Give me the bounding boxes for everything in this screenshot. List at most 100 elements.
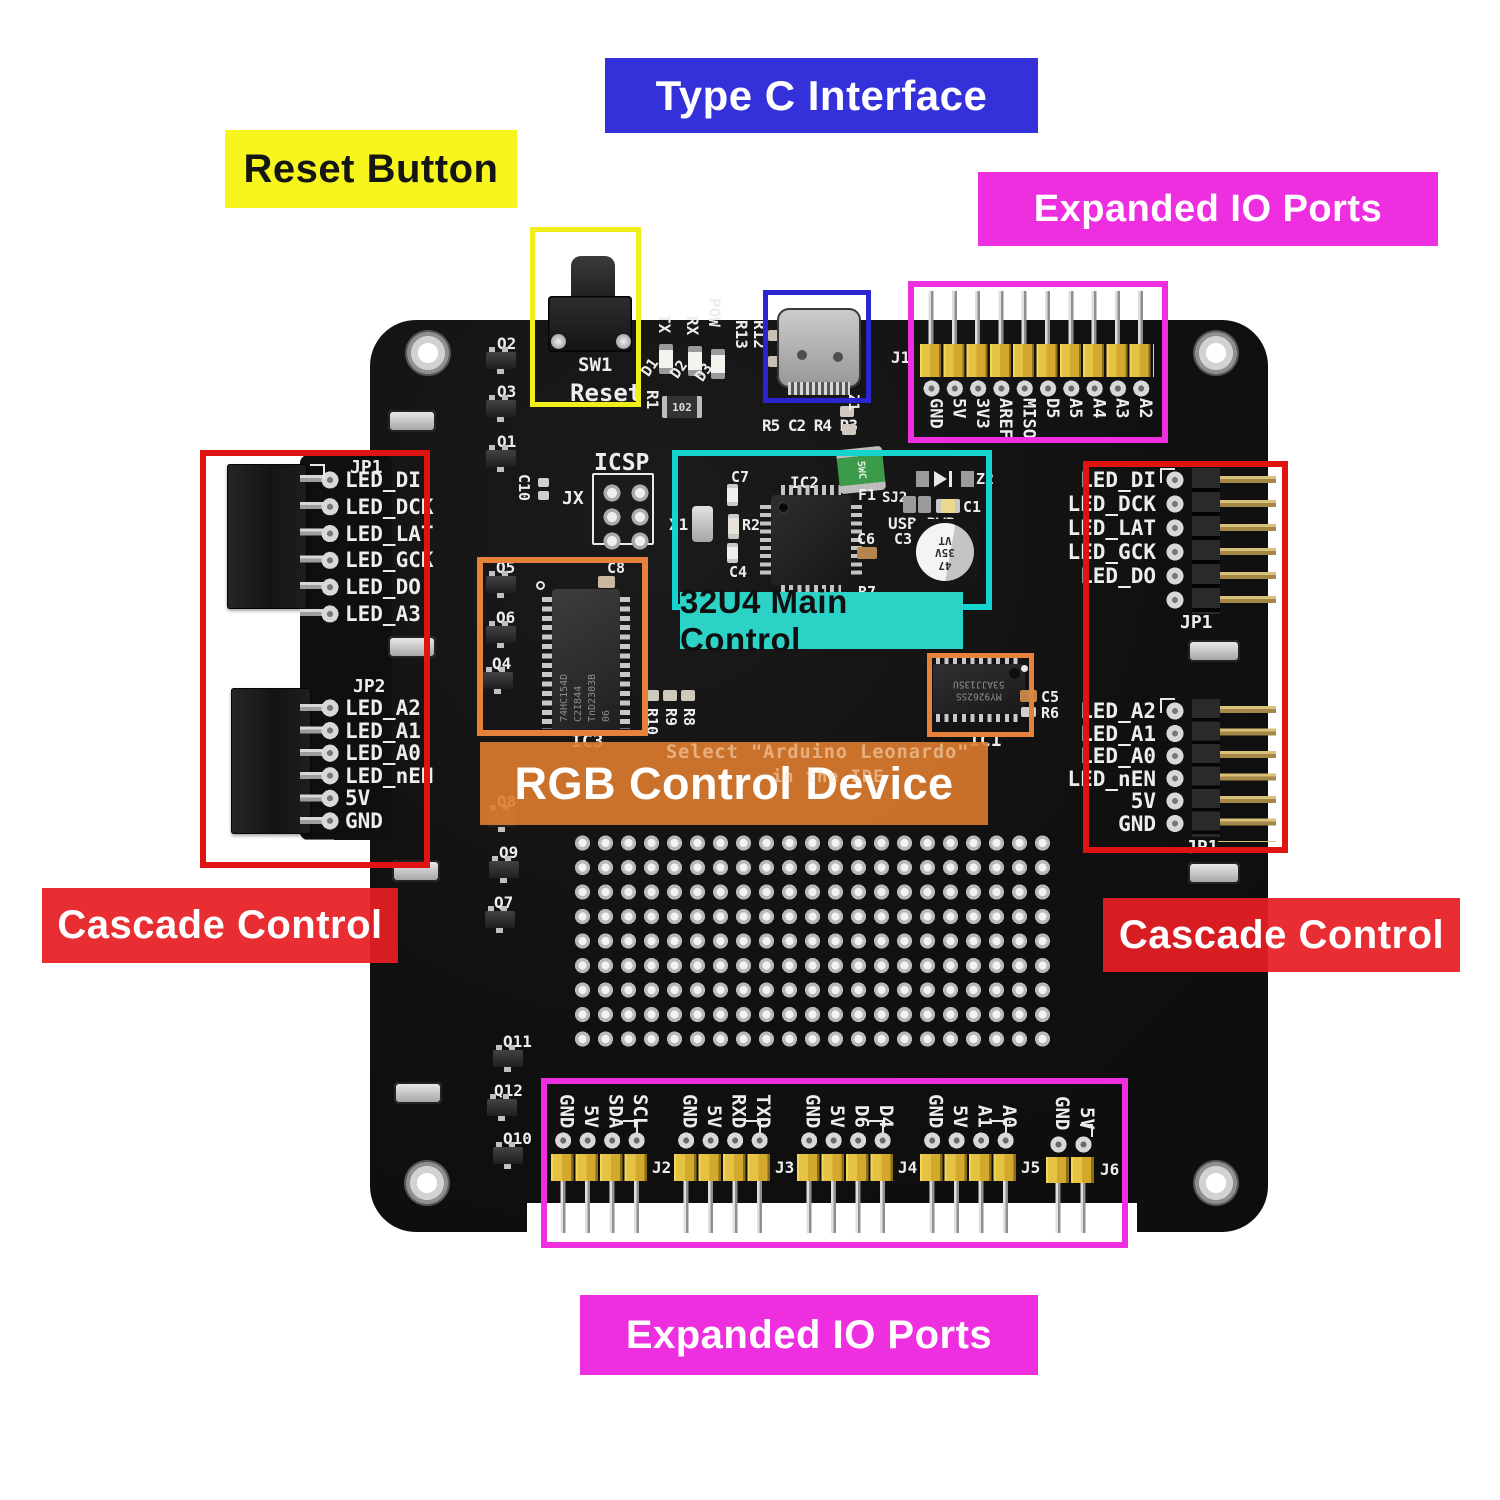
crystal-x1 xyxy=(692,506,713,542)
ic1-pins-bottom xyxy=(936,711,1022,722)
pin-label: 5V xyxy=(826,1105,848,1128)
resistor xyxy=(842,424,856,435)
pin1-mark xyxy=(1160,468,1175,483)
pin1-mark xyxy=(869,1120,884,1135)
ref-j3: J3 xyxy=(775,1158,795,1177)
ref-j1: J1 xyxy=(891,348,911,367)
callout-expanded-io-top: Expanded IO Ports xyxy=(978,172,1438,246)
transistor xyxy=(483,667,513,694)
capacitor xyxy=(727,543,738,563)
pin-label: LED_A1 xyxy=(345,718,421,743)
led-d1 xyxy=(659,344,673,374)
ic3-chip xyxy=(552,589,620,735)
resistor-value: 102 xyxy=(672,400,692,414)
j6-pads xyxy=(1046,1136,1096,1153)
j6-header-blocks xyxy=(1046,1157,1096,1183)
transistor xyxy=(487,1094,517,1121)
pin-label: D5 xyxy=(1041,398,1062,419)
ref-jp2-left: JP2 xyxy=(353,676,386,697)
transistor xyxy=(486,571,516,598)
pin1-mark xyxy=(746,1120,761,1135)
transistor xyxy=(486,445,516,472)
pin-label: GND xyxy=(678,1093,701,1128)
j5-header-blocks xyxy=(920,1154,1018,1181)
transistor xyxy=(486,395,516,422)
ref-c8: C8 xyxy=(607,559,626,577)
pin1-mark xyxy=(310,464,325,479)
pin-label: GND xyxy=(345,808,383,833)
pin-label: LED_A2 xyxy=(1080,699,1156,723)
ic1-outline xyxy=(927,653,1034,737)
j2-header-blocks xyxy=(551,1154,649,1181)
pin-label: LED_DO xyxy=(345,575,421,600)
mounting-hole xyxy=(404,1160,450,1206)
pin1-mark xyxy=(992,1120,1007,1135)
pin-label: LED_A3 xyxy=(345,601,421,626)
pin-label: A1 xyxy=(973,1105,996,1128)
ref-c3: C3 xyxy=(894,530,913,548)
resistor xyxy=(1021,707,1036,717)
ref-r9: R9 xyxy=(662,708,680,727)
ic3-pins-left xyxy=(542,597,554,729)
callout-32u4-main-control: 32U4 Main Control xyxy=(680,583,963,658)
resistor xyxy=(840,406,854,417)
pin-label: GND xyxy=(1118,811,1156,836)
cascade-in-connector-jp2 xyxy=(231,688,311,834)
j5-pads xyxy=(920,1132,1018,1149)
pin-label: 5V xyxy=(1130,789,1156,813)
jp1-pads xyxy=(320,467,340,629)
jp2-pads xyxy=(320,697,340,834)
capacitor xyxy=(538,478,549,487)
ref-c4: C4 xyxy=(729,563,748,581)
pin1-mark xyxy=(1080,1124,1093,1137)
transistor xyxy=(493,1045,523,1072)
cascade-left-outline xyxy=(200,450,430,868)
pin-label: MISO xyxy=(1018,398,1039,439)
ic3-pins-right xyxy=(618,597,630,729)
ref-c5: C5 xyxy=(1041,688,1060,706)
ref-f1: F1 xyxy=(858,486,877,504)
pin-label: GND xyxy=(801,1093,824,1128)
sj2-pad xyxy=(918,496,931,513)
right-bottom-header-base xyxy=(1192,699,1220,837)
ref-j2: J2 xyxy=(652,1158,672,1177)
callout-cascade-control-right: Cascade Control xyxy=(1103,898,1460,972)
led-label-tx: TX xyxy=(655,314,674,334)
pin-label: LED_GCK xyxy=(345,548,434,573)
resistor xyxy=(681,690,695,701)
diode-symbol-bar xyxy=(949,471,952,487)
pin-label: 3V3 xyxy=(971,398,992,429)
j6-pins xyxy=(1046,1183,1096,1233)
icsp-title: ICSP xyxy=(594,450,650,476)
pin-label: LED_DO xyxy=(1080,564,1156,588)
pin-label: RXD xyxy=(727,1093,750,1128)
transistor xyxy=(485,906,515,933)
mounting-hole xyxy=(1193,1160,1239,1206)
pin1-mark xyxy=(1160,698,1175,713)
reset-button-outline xyxy=(530,227,641,407)
capacitor xyxy=(857,547,877,559)
pin-label: TXD xyxy=(752,1093,774,1128)
ref-c7: C7 xyxy=(731,468,750,486)
silkscreen-note-line2: in the IDE xyxy=(772,767,885,787)
resistor xyxy=(768,330,781,341)
diode-symbol-triangle xyxy=(934,471,947,487)
callout-rgb-control-device: RGB Control Device xyxy=(480,742,988,825)
right-top-pads xyxy=(1166,470,1184,614)
edge-pad xyxy=(1188,862,1240,884)
cascade-right-outline xyxy=(1083,461,1288,853)
ref-r1: R1 xyxy=(643,390,662,410)
reset-switch-label: Reset xyxy=(570,379,643,407)
j1-pads xyxy=(920,380,1154,397)
pin-label: SCL xyxy=(629,1093,651,1128)
transistor xyxy=(489,856,519,883)
j1-header-blocks xyxy=(920,344,1154,377)
pin-label: A0 xyxy=(998,1105,1020,1128)
j2-pins xyxy=(551,1181,649,1233)
pin-label: GND xyxy=(924,1093,947,1128)
callout-expanded-io-bottom: Expanded IO Ports xyxy=(580,1295,1038,1375)
ic3-outline xyxy=(477,557,648,736)
ic1-pins-top xyxy=(936,656,1022,667)
